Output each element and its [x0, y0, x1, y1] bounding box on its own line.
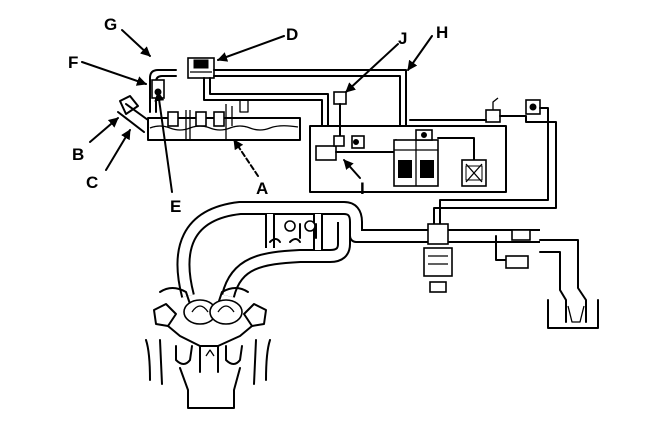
throttle-body: [423, 223, 531, 293]
leader-i: [343, 159, 361, 179]
vent-pipe: [149, 69, 177, 113]
evap-canister: [393, 129, 439, 187]
leader-g: [121, 29, 151, 57]
purge-solenoid: [333, 91, 347, 137]
leader-b: [89, 117, 119, 143]
vapor-line: [213, 69, 407, 127]
callout-label-h: H: [436, 23, 448, 42]
plenum-tube-wall: [265, 214, 323, 250]
two-way-valve: [187, 57, 215, 79]
canister-enclosure: [309, 125, 507, 193]
runner-outer-bore: [178, 203, 540, 298]
callout-labels: A B C D E F G H I J: [68, 15, 448, 216]
callout-label-e: E: [170, 197, 181, 216]
tank-to-canister-line: [203, 77, 329, 127]
callout-label-a: A: [256, 179, 268, 198]
vacuum-line-valves: [409, 97, 557, 225]
filler-neck: [117, 95, 149, 133]
leader-h: [407, 35, 433, 71]
callout-label-i: I: [360, 179, 365, 198]
vent-filter: [437, 137, 487, 187]
leader-j: [345, 43, 399, 93]
callout-label-d: D: [286, 25, 298, 44]
leader-a: [233, 139, 259, 177]
leader-d: [217, 35, 285, 62]
intake-manifold: [176, 201, 540, 299]
plenum-tube-bore: [267, 214, 321, 250]
fuel-tank: [147, 99, 301, 141]
air-intake-duct: [539, 239, 599, 329]
callout-label-b: B: [72, 145, 84, 164]
runner-inner-bore: [223, 222, 349, 298]
leader-e: [154, 91, 173, 193]
leader-lines: [81, 29, 433, 193]
callout-label-g: G: [104, 15, 117, 34]
engine-block: [145, 287, 271, 409]
callout-label-j: J: [398, 29, 407, 48]
leader-f: [81, 61, 147, 86]
callout-label-f: F: [68, 53, 78, 72]
callout-label-c: C: [86, 173, 98, 192]
leader-c: [105, 129, 131, 171]
